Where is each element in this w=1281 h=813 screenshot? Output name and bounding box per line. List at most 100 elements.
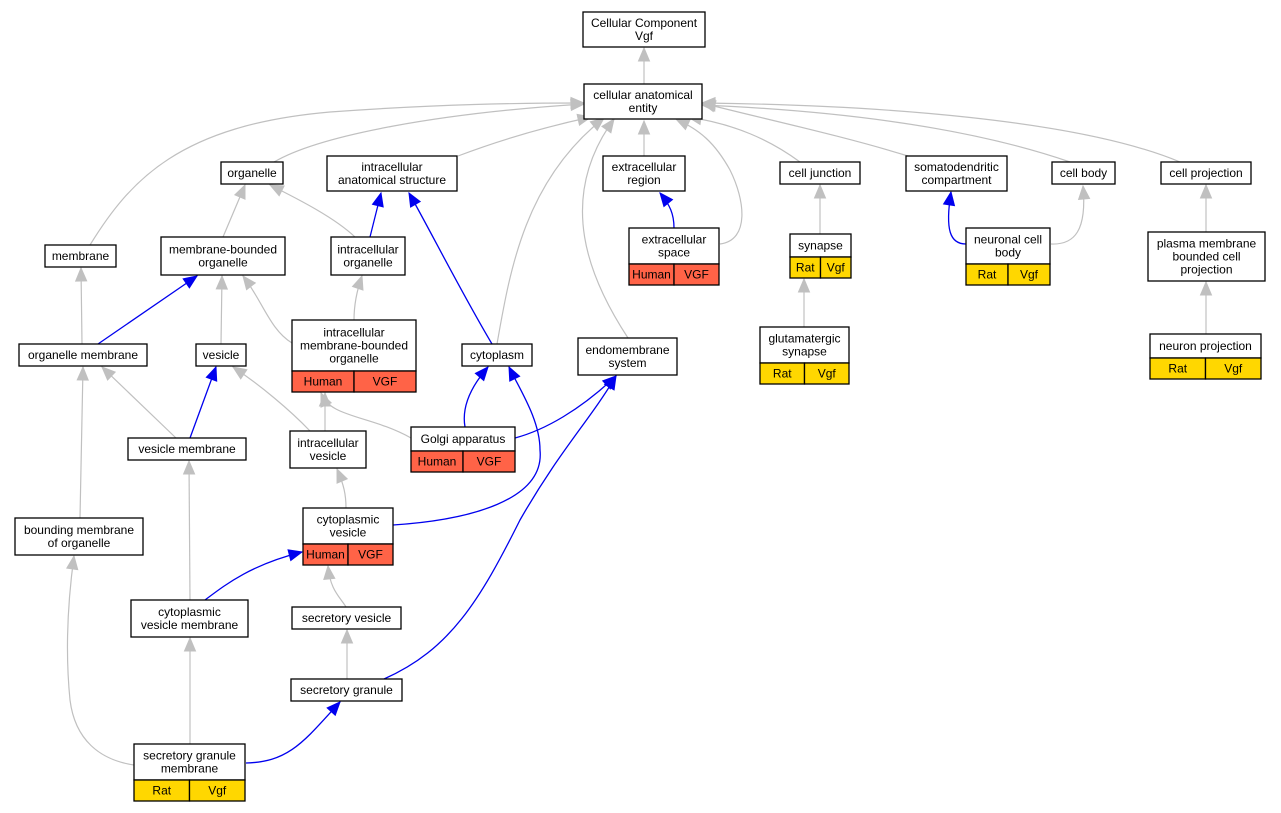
go-term-om[interactable]: organelle membrane (18, 343, 148, 367)
arrowhead (66, 554, 79, 571)
arrowhead (589, 117, 606, 132)
edge-vm-to-om (101, 366, 177, 439)
arrowhead (601, 117, 615, 134)
term-label-line: membrane-bounded (169, 243, 277, 257)
part-of-edge (514, 375, 617, 439)
species-label: Rat (796, 261, 815, 275)
go-term-imbo[interactable]: intracellularmembrane-boundedorganelleHu… (291, 319, 417, 393)
arrowhead (182, 459, 196, 475)
is-a-edge (79, 366, 84, 519)
go-term-vm[interactable]: vesicle membrane (127, 437, 247, 461)
term-label-line: glutamatergic (768, 332, 840, 346)
edge-sgm-to-sg (245, 701, 341, 764)
term-label-line: space (658, 246, 690, 260)
arrowhead (323, 564, 336, 581)
term-label-line: organelle (227, 166, 277, 180)
go-term-membrane[interactable]: membrane (44, 244, 117, 268)
term-label-line: organelle (343, 256, 393, 270)
edge-golgi-to-cytoplasm (463, 366, 489, 428)
edge-ecr-to-cae (637, 119, 651, 156)
arrowhead (408, 191, 422, 208)
term-label-line: secretory vesicle (302, 611, 392, 625)
term-box (628, 227, 720, 265)
term-box (130, 599, 249, 638)
gene-label: VGF (373, 375, 398, 389)
go-term-sv[interactable]: secretory vesicle (291, 606, 402, 630)
arrowhead (215, 274, 229, 290)
term-label-line: intracellular (323, 326, 384, 340)
arrowhead (942, 190, 956, 207)
go-term-sg[interactable]: secretory granule (290, 678, 403, 702)
is-a-edge (701, 102, 909, 157)
is-a-edge (101, 366, 177, 439)
term-box (905, 155, 1008, 192)
go-term-organelle[interactable]: organelle (220, 161, 284, 185)
term-label-line: secretory granule (300, 683, 393, 697)
term-label-line: cell body (1060, 166, 1107, 180)
edge-cvm-to-vm (182, 459, 196, 601)
species-label: Rat (152, 784, 171, 798)
term-label-line: compartment (921, 173, 992, 187)
go-term-cp[interactable]: cell projection (1160, 161, 1252, 185)
term-label-line: extracellular (642, 233, 707, 247)
term-label-line: organelle membrane (28, 348, 138, 362)
edge-ems-to-cae (581, 117, 629, 339)
gene-cell (1204, 357, 1262, 380)
arrowhead (570, 96, 586, 110)
go-term-cj[interactable]: cell junction (779, 161, 861, 185)
arrowhead (340, 628, 354, 644)
species-label: Rat (978, 268, 997, 282)
term-label-line: system (608, 356, 646, 370)
term-label-line: endomembrane (585, 343, 669, 357)
term-box (410, 426, 516, 452)
is-a-edge (496, 117, 605, 345)
gene-cell (353, 370, 417, 393)
term-label-line: intracellular (361, 160, 422, 174)
species-label: Rat (1168, 362, 1187, 376)
go-term-cytoplasm[interactable]: cytoplasm (461, 343, 533, 367)
term-label-line: membrane-bounded (300, 339, 408, 353)
go-term-vesicle[interactable]: vesicle (195, 343, 247, 367)
term-box (461, 343, 533, 367)
term-box (220, 161, 284, 185)
edge-synapse-to-cj (813, 183, 827, 234)
is-a-edge (1050, 185, 1085, 245)
arrowhead (183, 636, 197, 652)
term-label-line: vesicle (310, 449, 347, 463)
edge-cytoplasm-to-ias (408, 191, 493, 345)
edge-mbo-to-organelle (222, 183, 246, 238)
term-box (14, 517, 144, 556)
go-term-cb[interactable]: cell body (1051, 161, 1116, 185)
arrowhead (659, 192, 674, 208)
term-box (326, 155, 458, 192)
arrowhead (813, 183, 827, 199)
edge-cae-to-cc (637, 46, 651, 84)
edge-io-to-ias (369, 191, 384, 238)
arrowhead (326, 701, 341, 717)
species-label: Rat (773, 367, 792, 381)
arrowhead (637, 46, 651, 62)
gene-label: Vgf (1224, 362, 1243, 376)
arrowhead (101, 366, 117, 381)
arrowhead (336, 467, 349, 484)
